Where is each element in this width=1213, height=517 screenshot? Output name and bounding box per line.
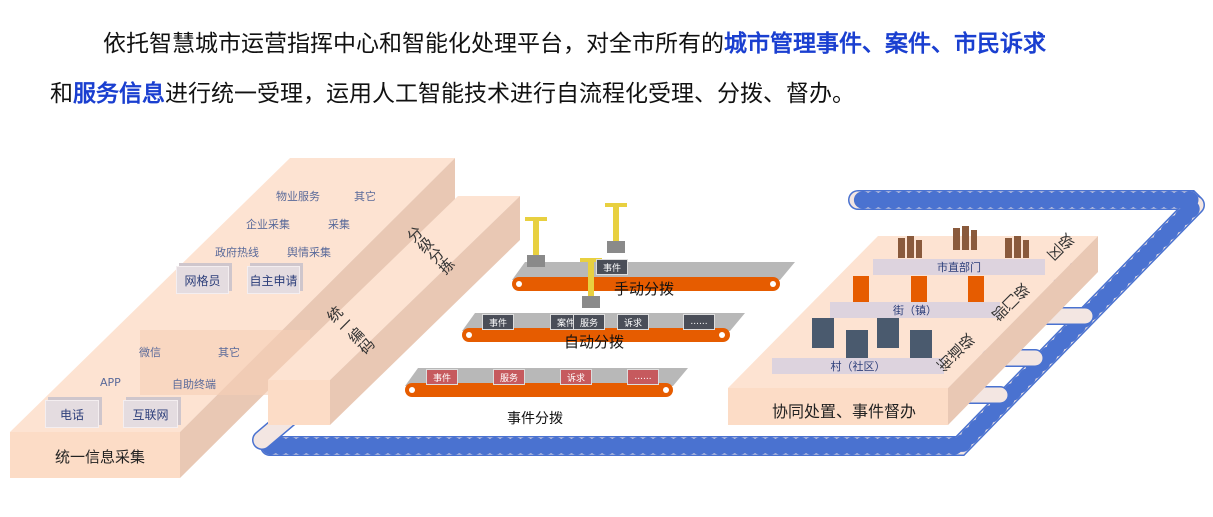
source-self-apply: 自主申请: [247, 266, 300, 294]
intro-line-1: 依托智慧城市运营指挥中心和智能化处理平台，对全市所有的城市管理事件、案件、市民诉…: [103, 31, 1046, 57]
event-dispatch-label: 事件分拨: [507, 411, 563, 427]
source-property: 物业服务: [276, 190, 320, 203]
intro-line-2: 和服务信息进行统一受理，运用人工智能技术进行自流程化受理、分拨、督办。: [50, 81, 855, 107]
tier-town: 街（镇）: [830, 302, 1000, 318]
source-other-1: 其它: [218, 346, 240, 359]
collection-title: 统一信息采集: [55, 448, 146, 466]
source-hotline: 政府热线: [215, 246, 259, 259]
disposal-title: 协同处置、事件督办: [772, 402, 917, 421]
source-grid-member: 网格员: [176, 266, 229, 294]
town-building-icons: [853, 276, 984, 302]
crate: 诉求: [560, 369, 592, 385]
village-building-icons: [812, 318, 932, 358]
source-other-2: 其它: [354, 190, 376, 203]
crate: ......: [627, 369, 659, 385]
source-app: APP: [100, 376, 121, 389]
crate: 事件: [426, 369, 458, 385]
tier-village: 村（社区）: [772, 358, 944, 374]
auto-dispatch-label: 自动分拨: [564, 333, 625, 351]
staff-icons: [898, 226, 1029, 258]
crate: 服务: [573, 314, 605, 330]
robot-arms: [525, 203, 627, 308]
manual-dispatch-label: 手动分拨: [614, 280, 675, 298]
source-enterprise: 企业采集: [246, 218, 290, 231]
crate: 诉求: [617, 314, 649, 330]
source-public-opinion: 舆情采集: [287, 246, 331, 259]
crate: 服务: [493, 369, 525, 385]
source-collect: 采集: [328, 218, 350, 231]
crate: 事件: [596, 259, 628, 275]
tier-city-departments: 市直部门: [873, 259, 1045, 275]
crate: ......: [683, 314, 715, 330]
source-wechat: 微信: [139, 346, 161, 359]
source-internet: 互联网: [123, 400, 178, 428]
source-kiosk: 自助终端: [172, 378, 216, 391]
crate: 事件: [482, 314, 514, 330]
source-phone: 电话: [45, 400, 99, 428]
